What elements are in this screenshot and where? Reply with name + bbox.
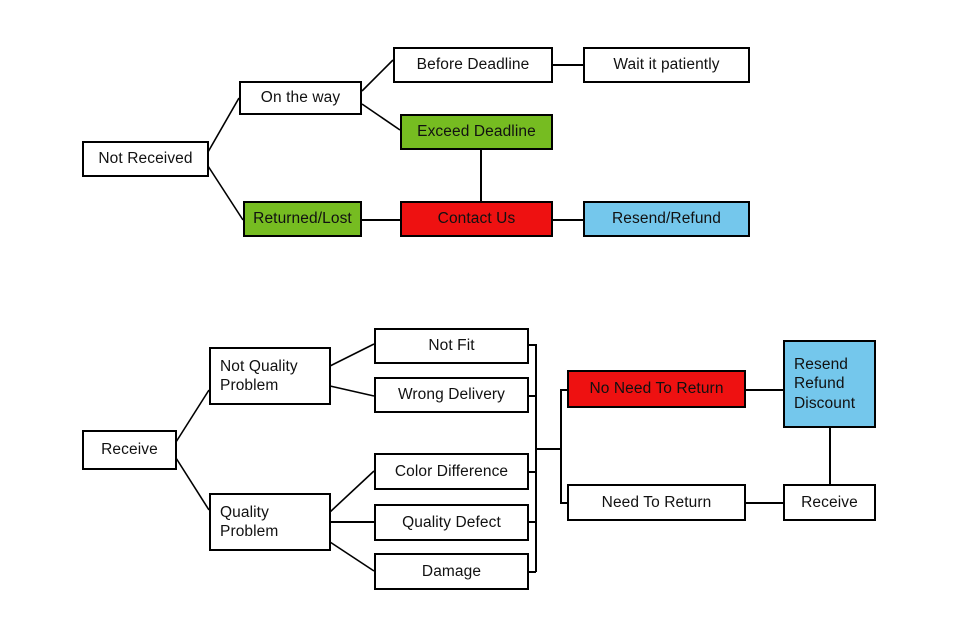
node-exceed-deadline[interactable]: Exceed Deadline <box>400 114 553 150</box>
edge-returned-lost-to-contact-us <box>361 219 400 221</box>
edge-not-fit-to-bus <box>528 344 536 346</box>
edge-color-difference-to-bus <box>528 471 536 473</box>
edge-contact-us-to-resend-refund <box>553 219 583 221</box>
node-on-the-way[interactable]: On the way <box>239 81 362 115</box>
edge-before-deadline-to-wait <box>552 64 583 66</box>
edge-exceed-deadline-to-contact-us <box>480 149 482 201</box>
node-not-quality-problem[interactable]: Not Quality Problem <box>209 347 331 405</box>
edge-quality-defect-to-bus <box>528 521 536 523</box>
node-receive[interactable]: Receive <box>82 430 177 470</box>
node-receive-final[interactable]: Receive <box>783 484 876 521</box>
edge-bus-to-need-to-return <box>560 502 568 504</box>
node-color-difference[interactable]: Color Difference <box>374 453 529 490</box>
node-not-fit[interactable]: Not Fit <box>374 328 529 364</box>
node-quality-defect[interactable]: Quality Defect <box>374 504 529 541</box>
edge-quality-problem-to-quality-defect <box>330 521 374 523</box>
node-need-to-return[interactable]: Need To Return <box>567 484 746 521</box>
edge-bus-to-no-need-to-return <box>560 389 568 391</box>
bus-horizontal-link <box>535 448 561 450</box>
edge-resend-discount-to-receive <box>829 428 831 484</box>
node-before-deadline[interactable]: Before Deadline <box>393 47 553 83</box>
node-quality-problem[interactable]: Quality Problem <box>209 493 331 551</box>
edge-need-to-return-to-receive <box>746 502 783 504</box>
bus-vertical-distributor <box>560 389 562 503</box>
edge-wrong-delivery-to-bus <box>528 395 536 397</box>
edge-damage-to-bus <box>528 571 536 573</box>
node-not-received[interactable]: Not Received <box>82 141 209 177</box>
node-damage[interactable]: Damage <box>374 553 529 590</box>
node-no-need-to-return[interactable]: No Need To Return <box>567 370 746 408</box>
node-returned-lost[interactable]: Returned/Lost <box>243 201 362 237</box>
node-wrong-delivery[interactable]: Wrong Delivery <box>374 377 529 413</box>
node-contact-us[interactable]: Contact Us <box>400 201 553 237</box>
node-resend-refund-discount[interactable]: Resend Refund Discount <box>783 340 876 428</box>
bus-vertical-collector <box>535 344 537 572</box>
node-resend-refund[interactable]: Resend/Refund <box>583 201 750 237</box>
node-wait-it-patiently[interactable]: Wait it patiently <box>583 47 750 83</box>
edge-no-need-to-return-to-resend <box>746 389 783 391</box>
